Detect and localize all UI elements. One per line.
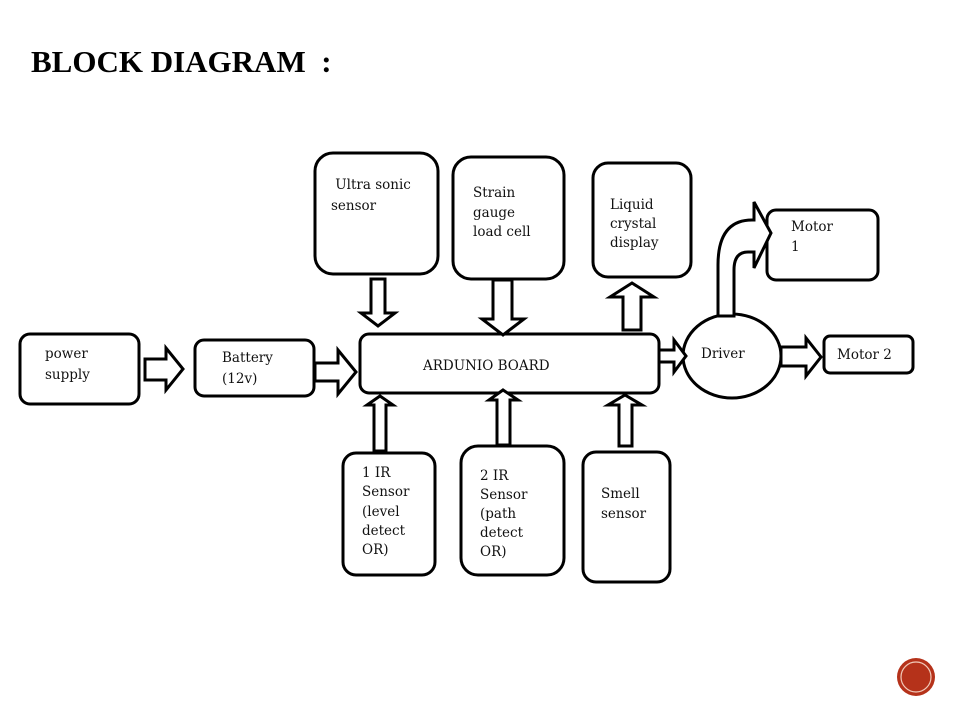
badge-circle [897,658,935,696]
ir1-label-line-5: OR) [362,542,389,558]
arrow-driver-to-motor2 [779,333,823,381]
driver-block: Driver [681,312,783,400]
motor-2-block: Motor 2 [822,334,915,375]
lcd-label-line-3: display [610,235,659,251]
arrow-battery-to-arduino [313,345,358,399]
ir-sensor-2-block: 2 IR Sensor (path detect OR) [459,444,566,577]
ultrasonic-sensor-block: Ultra sonic sensor [313,151,440,276]
battery-block: Battery (12v) [193,338,316,398]
arduino-board-label: ARDUNIO BOARD [422,358,550,374]
arrow-driver-to-motor1 [716,201,773,318]
ir2-label-line-4: detect [480,525,524,541]
strain-gauge-block: Strain gauge load cell [451,155,566,281]
power-supply-label-line-1: power [45,346,88,362]
arrow-ultrasonic-to-arduino [356,277,400,328]
ultrasonic-label-line-1: Ultra sonic [331,177,411,193]
ir1-label-line-2: Sensor [362,484,410,500]
power-supply-label-line-2: supply [45,367,90,383]
arrow-ir2-to-arduino [484,388,523,447]
badge-ring [900,661,932,693]
lcd-label-line-2: crystal [610,216,656,232]
ir2-label-line-1: 2 IR [480,468,509,484]
smell-label-line-1: Smell [601,486,640,502]
motor-2-label: Motor 2 [837,347,892,363]
strain-gauge-label-line-2: gauge [473,205,515,221]
ir2-label-line-3: (path [480,506,516,522]
arrow-power-to-battery [143,343,185,395]
strain-gauge-label-line-3: load cell [473,224,531,240]
arrow-ir1-to-arduino [362,394,398,453]
arduino-board-block: ARDUNIO BOARD [358,332,661,395]
ir1-label-line-3: (level [362,504,400,520]
motor-1-label-line-2: 1 [791,239,800,255]
ir-sensor-1-block: 1 IR Sensor (level detect OR) [341,451,437,577]
ir1-label-line-4: detect [362,523,406,539]
ultrasonic-label-line-2: sensor [331,198,377,214]
arrow-strain-to-arduino [477,278,529,337]
battery-label-line-1: Battery [222,350,273,366]
strain-gauge-label-line-1: Strain [473,185,515,201]
ir2-label-line-5: OR) [480,544,507,560]
ir2-label-line-2: Sensor [480,487,528,503]
battery-label-line-2: (12v) [222,371,257,387]
motor-1-label-line-1: Motor [791,219,834,235]
arrow-arduino-to-driver [657,335,688,377]
motor-1-block: Motor 1 [765,208,880,282]
power-supply-block: power supply [18,332,141,406]
smell-label-line-2: sensor [601,506,647,522]
slide-title: BLOCK DIAGRAM : [31,44,332,79]
slide-number-badge [897,658,935,696]
lcd-label-line-1: Liquid [610,197,654,213]
arrow-smell-to-arduino [602,393,648,448]
ir1-label-line-1: 1 IR [362,465,391,481]
lcd-block: Liquid crystal display [591,161,693,279]
smell-sensor-block: Smell sensor [581,450,672,584]
driver-label: Driver [701,346,745,362]
arrow-arduino-to-lcd [604,281,660,332]
